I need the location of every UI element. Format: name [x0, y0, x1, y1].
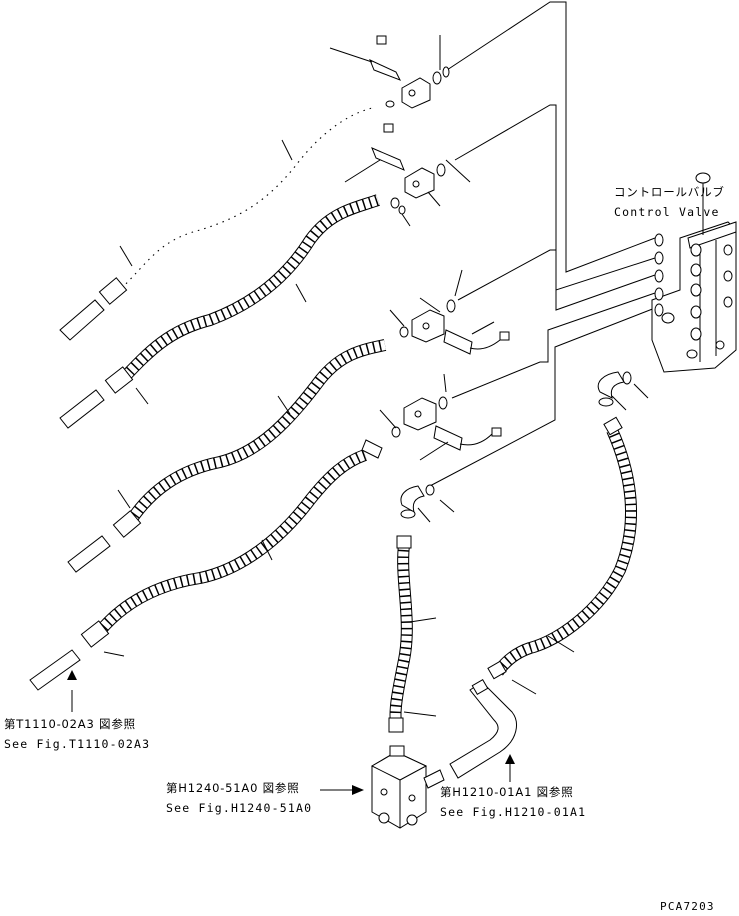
control-valve: [651, 172, 737, 373]
ref-t1110-label-en: See Fig.T1110-02A3: [4, 737, 151, 751]
elbow-right: [597, 371, 649, 411]
drawing-code: PCA7203: [660, 900, 715, 913]
hose-right: [487, 416, 638, 695]
hose-center-vertical: [388, 535, 437, 733]
ref-h1240-label-jp: 第H1240-51A0 図参照: [166, 781, 300, 795]
fourth-relay-block: [379, 373, 502, 461]
hose-1: [59, 103, 374, 341]
hose-4: [29, 439, 383, 691]
ref-h1210-label-en: See Fig.H1210-01A1: [440, 805, 587, 819]
elbow-lower-center: [400, 484, 455, 523]
ref-t1110-label-jp: 第T1110-02A3 図参照: [4, 717, 136, 731]
second-relay-block: [344, 123, 471, 227]
hose-3: [67, 339, 387, 573]
control-valve-label-jp: コントロールバルブ: [614, 185, 725, 199]
control-valve-label-en: Control Valve: [614, 205, 720, 219]
valve-ports: [654, 233, 733, 359]
ref-h1210-label-jp: 第H1210-01A1 図参照: [440, 785, 574, 799]
pipe-right: [449, 678, 517, 779]
hose-2: [59, 194, 380, 429]
third-relay-block: [389, 269, 510, 355]
ref-h1240-label-en: See Fig.H1240-51A0: [166, 801, 313, 815]
reference-arrows: [67, 670, 515, 795]
routing-lines: [427, 1, 656, 488]
lower-valve-block: [370, 745, 445, 829]
top-relay-block: [329, 35, 450, 109]
